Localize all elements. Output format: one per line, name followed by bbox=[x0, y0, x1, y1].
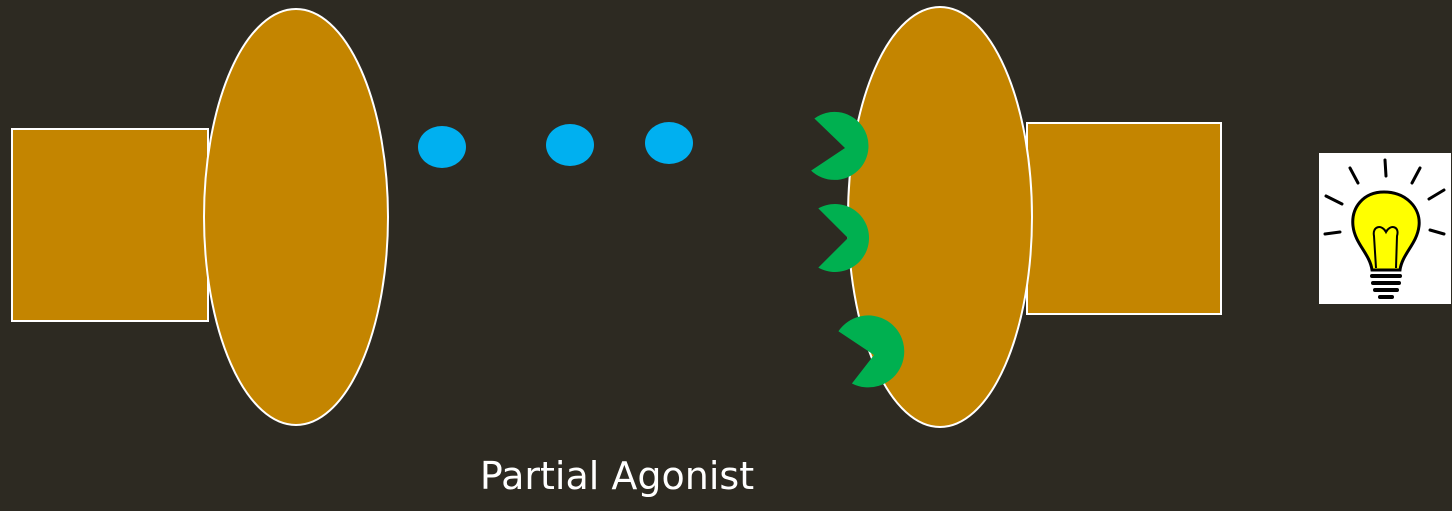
presynaptic-terminal bbox=[204, 9, 388, 425]
neurotransmitter-molecule bbox=[546, 124, 594, 166]
presynaptic-axon bbox=[12, 129, 208, 321]
postsynaptic-dendrite bbox=[1027, 123, 1221, 314]
diagram-caption: Partial Agonist bbox=[0, 452, 1234, 500]
lightbulb-icon bbox=[1319, 153, 1451, 304]
neurotransmitter-molecule bbox=[645, 122, 693, 164]
neurotransmitter-molecule bbox=[418, 126, 466, 168]
